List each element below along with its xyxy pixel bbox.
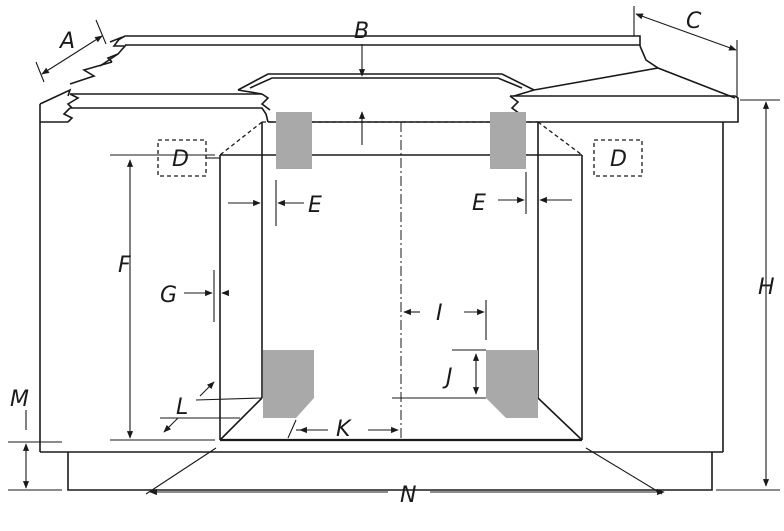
dimension-n: [145, 447, 665, 496]
label-k: K: [336, 417, 352, 442]
label-c: C: [686, 9, 702, 34]
countertop: [39, 35, 739, 123]
dimension-e-right: [498, 172, 572, 214]
support-blocks: [263, 112, 538, 418]
label-d-right: D: [610, 147, 627, 172]
top-left-block: [276, 112, 312, 169]
dimension-a: [35, 19, 107, 83]
label-m: M: [10, 387, 29, 412]
top-right-block: [490, 112, 526, 169]
label-b: B: [354, 19, 369, 44]
label-e-left: E: [308, 193, 322, 218]
label-f: F: [118, 253, 131, 278]
label-d-left: D: [172, 147, 189, 172]
cabinet-base: [67, 452, 713, 491]
label-h: H: [758, 275, 775, 300]
dimension-c: [633, 6, 738, 98]
dimension-i: [403, 300, 487, 340]
label-i: I: [436, 301, 443, 326]
dimension-l: [160, 381, 263, 433]
cabinet-outline: [39, 104, 724, 453]
label-e-right: E: [472, 191, 486, 216]
dimension-f: [110, 154, 215, 441]
label-j: J: [442, 365, 453, 390]
bottom-left-block: [263, 350, 314, 418]
dimension-g: [184, 270, 229, 322]
dimension-h: [716, 99, 780, 491]
bottom-right-block: [486, 350, 538, 418]
dimension-j: [392, 349, 486, 399]
label-n: N: [400, 483, 416, 508]
label-l: L: [176, 395, 188, 420]
dimension-m: [8, 410, 62, 491]
dimension-e-left: [228, 180, 304, 226]
dimension-k: [287, 419, 399, 439]
dimension-d-box-right: [593, 139, 643, 177]
label-g: G: [160, 283, 177, 308]
label-a: A: [58, 29, 75, 54]
